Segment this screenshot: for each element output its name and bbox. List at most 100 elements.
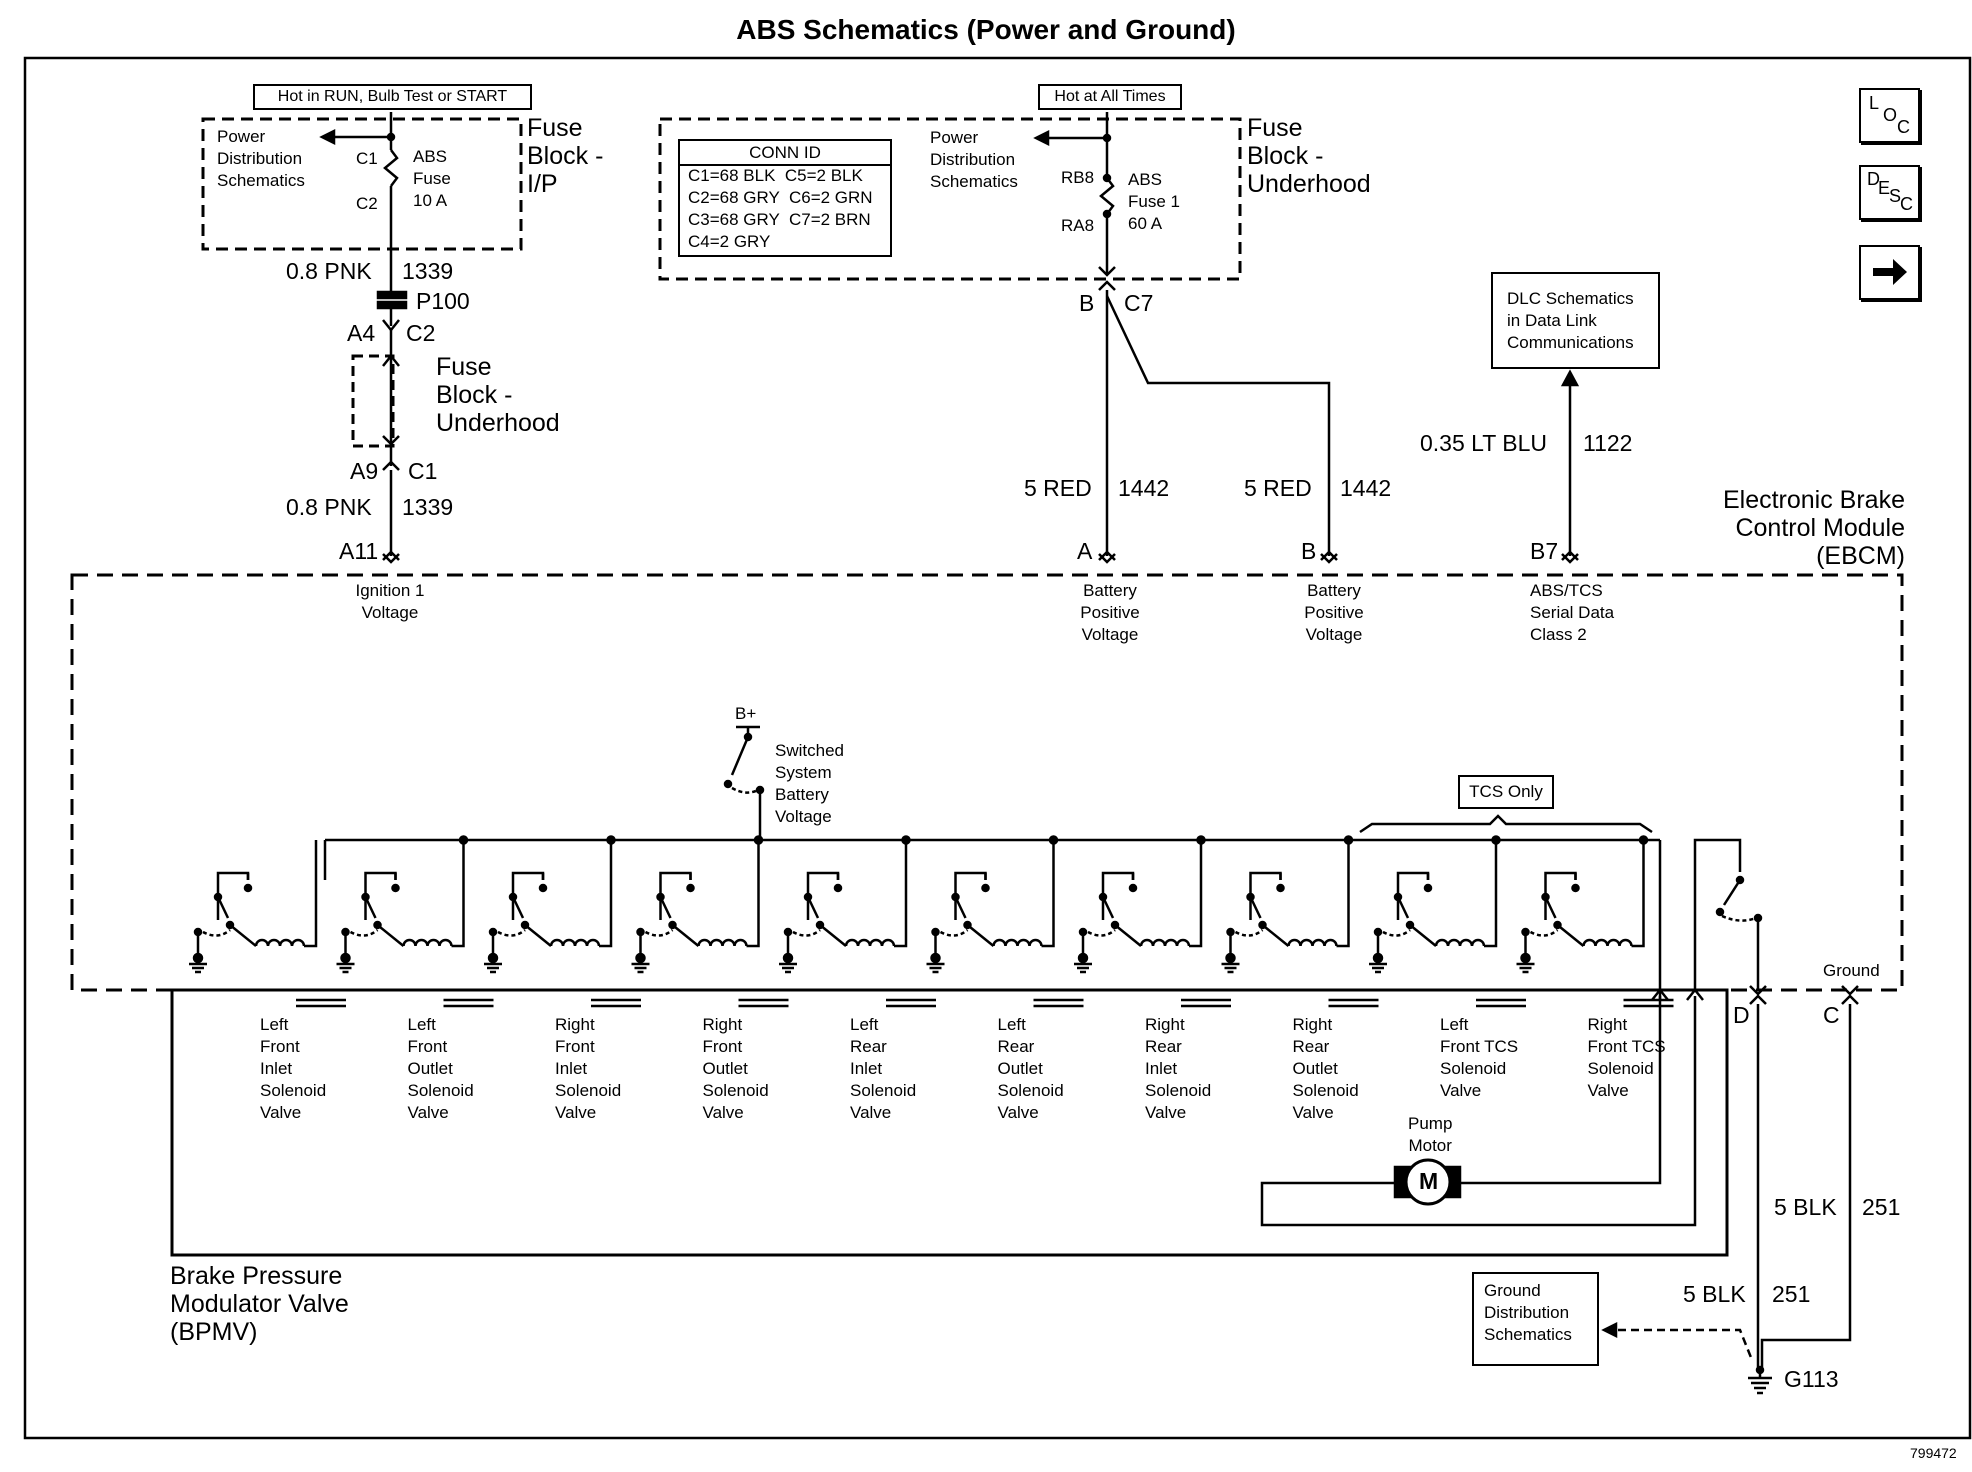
ground-pin-label: Ground (1823, 961, 1880, 980)
hot-run-text: Hot in RUN, Bulb Test or START (277, 88, 508, 105)
valve-underline (1623, 998, 1674, 1008)
dlc-schematics-link[interactable]: DLC Schematics in Data Link Communicatio… (1491, 272, 1660, 369)
tcs-only-text: TCS Only (1469, 782, 1543, 801)
fuse-ip-pin-c1: C1 (356, 149, 378, 168)
desc-c: C (1900, 194, 1913, 214)
pump-motor-label: Pump Motor (1408, 1114, 1453, 1155)
arrow-left-ground-dist (1601, 1321, 1618, 1339)
valve-label: Left Rear Inlet Solenoid Valve (850, 1015, 917, 1122)
wire-1442-circuit-a: 1442 (1118, 475, 1170, 501)
p100-connector (376, 290, 408, 300)
solenoid-valve-circuit (631, 871, 760, 974)
ebcm-name: Electronic Brake Control Module (EBCM) (1722, 486, 1905, 570)
valve-label: Left Front Inlet Solenoid Valve (260, 1015, 327, 1122)
bpmv-outline (170, 988, 1729, 1257)
fuse-underhood-rating: ABS Fuse 1 60 A (1128, 170, 1180, 233)
fuse-ip-pin-c2: C2 (356, 194, 378, 213)
motor-symbol-text: M (1419, 1168, 1439, 1194)
loc-o: O (1883, 105, 1898, 125)
pin-a: A (1077, 538, 1093, 564)
b-plus-label: B+ (735, 704, 757, 723)
fuse-ip-rating: ABS Fuse 10 A (413, 147, 451, 210)
wire-1442-size-b: 5 RED (1244, 475, 1312, 501)
conn-id-row-3: C3=68 GRY C7=2 BRN (688, 210, 871, 229)
bus-tap (1638, 835, 1649, 874)
fuse-ip-element (383, 149, 399, 187)
wire-1339-size-top: 0.8 PNK (286, 258, 372, 284)
conn-c7-label: C7 (1124, 290, 1154, 316)
bus-tap (1343, 835, 1354, 874)
pin-a11: A11 (339, 538, 379, 564)
bpmv-name: Brake Pressure Modulator Valve (BPMV) (170, 1262, 349, 1346)
solenoid-valve-circuit (336, 871, 465, 974)
pin-c2: C2 (406, 320, 436, 346)
fuse-block-ip-power-dist: Power Distribution Schematics (217, 127, 305, 190)
conn-id-row-2: C2=68 GRY C6=2 GRN (688, 188, 873, 207)
desc-button[interactable]: D E S C (1859, 165, 1920, 220)
ebcm-outline (70, 573, 1904, 992)
solenoid-valve-circuit (926, 871, 1055, 974)
solenoid-valve-circuit (189, 871, 318, 974)
pin-a9: A9 (350, 458, 379, 484)
desc-s: S (1889, 186, 1902, 206)
p100-label: P100 (416, 288, 470, 314)
loc-l: L (1869, 93, 1880, 113)
g113-label: G113 (1784, 1366, 1839, 1392)
valve-label: Left Front TCS Solenoid Valve (1440, 1015, 1519, 1100)
solenoid-valve-circuit (1516, 871, 1645, 974)
dlc-schematics-text: DLC Schematics in Data Link Communicatio… (1507, 289, 1634, 352)
valve-label: Right Front Outlet Solenoid Valve (702, 1015, 769, 1122)
valve-underline (591, 998, 641, 1008)
wire-251-size-2: 5 BLK (1683, 1281, 1746, 1307)
pin-b7: B7 (1530, 538, 1559, 564)
wire-251-circuit-2: 251 (1772, 1281, 1811, 1307)
valve-underline (443, 998, 494, 1008)
arrow-left-ip (319, 128, 336, 146)
bus-tap (606, 835, 616, 874)
figure-id: 799472 (1910, 1445, 1957, 1461)
valve-label: Right Rear Outlet Solenoid Valve (1292, 1015, 1359, 1122)
wire-1339-size-bottom: 0.8 PNK (286, 494, 372, 520)
bus-tap (458, 835, 469, 874)
pin-c: C (1823, 1002, 1840, 1028)
pin-a4: A4 (347, 320, 376, 346)
ebcm-pin-serial-data: ABS/TCS Serial Data Class 2 (1530, 581, 1615, 644)
page-title: ABS Schematics (Power and Ground) (736, 14, 1236, 45)
right-arrow-icon (1873, 259, 1907, 285)
bus-tap (753, 835, 764, 874)
solenoid-valve-circuit (1221, 871, 1350, 974)
wire-251-size-1: 5 BLK (1774, 1194, 1837, 1220)
hot-all-times-label: Hot at All Times (1038, 84, 1182, 110)
ebcm-pin-battery-b: Battery Positive Voltage (1304, 581, 1364, 644)
fuse-block-ip-outline (201, 117, 523, 251)
wire-1442-circuit-b: 1442 (1340, 475, 1392, 501)
ground-distribution-link[interactable]: Ground Distribution Schematics (1472, 1272, 1599, 1366)
valve-underline (1181, 998, 1231, 1008)
hot-all-times-text: Hot at All Times (1054, 88, 1166, 105)
valve-label: Right Rear Inlet Solenoid Valve (1145, 1015, 1212, 1122)
solenoid-valve-circuit (1369, 871, 1498, 974)
bus-tap (1196, 835, 1206, 874)
desc-e: E (1878, 178, 1891, 198)
ebcm-pin-ignition: Ignition 1 Voltage (355, 581, 425, 622)
next-button[interactable] (1859, 245, 1920, 300)
conn-b-label: B (1079, 290, 1095, 316)
fuse-underhood-element (1099, 177, 1115, 215)
wire-1442-size-a: 5 RED (1024, 475, 1092, 501)
fuse-block-ip-name: Fuse Block - I/P (527, 114, 604, 198)
tcs-only-label: TCS Only (1458, 775, 1554, 809)
solenoid-valve-circuit (1074, 871, 1203, 974)
conn-id-header: CONN ID (680, 142, 890, 166)
loc-button[interactable]: L O C (1859, 88, 1920, 143)
desc-d: D (1867, 169, 1880, 189)
wire-1122-size: 0.35 LT BLU (1420, 430, 1548, 456)
solenoid-valve-circuit (484, 871, 613, 974)
bus-tap (1491, 835, 1501, 874)
valve-underline (1033, 998, 1084, 1008)
fuse-block-underhood-outline (658, 117, 1242, 281)
conn-id-row-4: C4=2 GRY (688, 232, 771, 251)
fuse-underhood-pin-rb8: RB8 (1061, 168, 1095, 187)
arrow-left-underhood (1033, 129, 1050, 147)
pin-c1: C1 (408, 458, 438, 484)
